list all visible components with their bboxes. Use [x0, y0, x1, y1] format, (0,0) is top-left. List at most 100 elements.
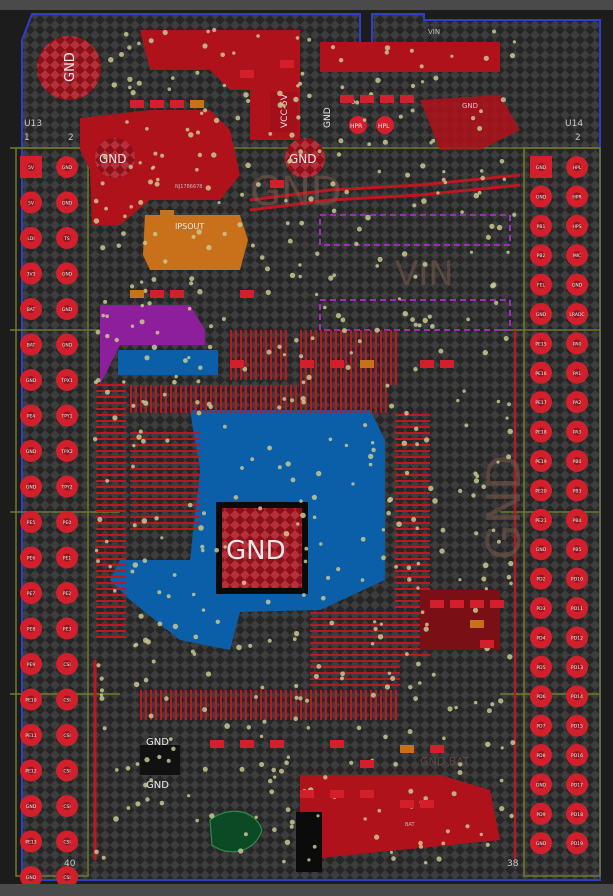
smd-pad[interactable]: [270, 740, 284, 748]
via: [483, 55, 489, 61]
via: [404, 470, 410, 476]
smd-pad[interactable]: [130, 290, 144, 298]
smd-pad[interactable]: [330, 360, 344, 368]
smd-pad[interactable]: [380, 95, 394, 103]
via: [101, 855, 106, 860]
smd-pad[interactable]: [400, 745, 414, 753]
smd-pad[interactable]: [420, 360, 434, 368]
via: [298, 696, 303, 701]
smd-pad[interactable]: [170, 100, 184, 108]
smd-pad[interactable]: [430, 745, 444, 753]
via: [127, 45, 132, 50]
right-header-pad-hole: [573, 692, 581, 701]
label-u14: U14: [565, 119, 583, 129]
via: [302, 593, 306, 597]
smd-pad[interactable]: [330, 740, 344, 748]
smd-pad[interactable]: [340, 95, 354, 103]
smd-components: [130, 60, 504, 808]
via: [209, 324, 213, 329]
smd-pad[interactable]: [280, 60, 294, 68]
smd-pad[interactable]: [360, 360, 374, 368]
via: [300, 71, 305, 76]
ipsout-label: IPSOUT: [175, 222, 204, 231]
smd-pad[interactable]: [360, 790, 374, 798]
smd-pad[interactable]: [480, 640, 494, 648]
smd-pad[interactable]: [450, 600, 464, 608]
smd-pad[interactable]: [210, 740, 224, 748]
via: [306, 374, 312, 380]
via: [441, 841, 446, 846]
via: [232, 51, 236, 55]
via: [240, 466, 244, 470]
left-header-pin-label: 3V3: [27, 272, 36, 278]
left-header-pin-label: PE11: [25, 733, 36, 739]
via: [100, 181, 105, 186]
via: [254, 815, 258, 819]
via: [311, 494, 317, 500]
smd-pad[interactable]: [130, 100, 144, 108]
via: [389, 403, 395, 409]
right-header-pin-label: PD16: [571, 753, 583, 759]
smd-pad[interactable]: [470, 620, 484, 628]
smd-pad[interactable]: [240, 290, 254, 298]
smd-pad[interactable]: [360, 760, 374, 768]
via: [420, 163, 426, 169]
via: [164, 696, 169, 701]
via: [166, 594, 171, 599]
smd-pad[interactable]: [240, 740, 254, 748]
via: [96, 663, 101, 668]
via: [127, 76, 133, 83]
via: [187, 356, 191, 360]
right-header-pad-hole: [537, 486, 545, 495]
smd-pad[interactable]: [170, 290, 184, 298]
smd-pad[interactable]: [300, 360, 314, 368]
right-header-number-bottom: 38: [507, 859, 519, 869]
smd-pad[interactable]: [490, 600, 504, 608]
via: [198, 525, 204, 531]
smd-pad[interactable]: [400, 95, 414, 103]
via: [354, 241, 359, 246]
via: [367, 142, 372, 147]
right-header-pin-label: PA0: [573, 341, 582, 347]
left-header-pad-hole: [63, 269, 71, 278]
via: [138, 200, 144, 205]
smd-pad[interactable]: [430, 600, 444, 608]
smd-pad[interactable]: [330, 790, 344, 798]
right-header-pin-label: PB3: [573, 488, 582, 494]
left-header-pad-hole: [63, 518, 71, 526]
smd-pad[interactable]: [240, 70, 254, 78]
via: [474, 531, 479, 536]
smd-pad[interactable]: [440, 360, 454, 368]
via: [377, 808, 382, 813]
via: [160, 153, 165, 158]
smd-pad[interactable]: [230, 360, 244, 368]
via: [246, 98, 251, 104]
via: [417, 323, 422, 328]
via: [496, 399, 501, 404]
right-header-pad-hole: [537, 339, 545, 348]
left-header-pad-hole: [27, 411, 35, 420]
smd-pad[interactable]: [150, 290, 164, 298]
via: [416, 661, 421, 667]
smd-pad[interactable]: [400, 800, 414, 808]
via: [211, 152, 217, 158]
smd-pad[interactable]: [420, 800, 434, 808]
via: [316, 664, 322, 669]
smd-pad[interactable]: [360, 95, 374, 103]
smd-pad[interactable]: [160, 210, 174, 218]
smd-pad[interactable]: [190, 100, 204, 108]
via: [285, 807, 291, 813]
via: [105, 314, 109, 319]
smd-pad[interactable]: [300, 790, 314, 798]
via: [115, 768, 119, 772]
via: [328, 437, 333, 442]
via: [295, 36, 300, 40]
via: [477, 126, 483, 131]
via: [360, 536, 366, 542]
smd-pad[interactable]: [150, 100, 164, 108]
smd-pad[interactable]: [270, 180, 284, 188]
smd-pad[interactable]: [470, 600, 484, 608]
via: [151, 659, 156, 664]
right-header-pin-label: FEL: [537, 283, 545, 289]
